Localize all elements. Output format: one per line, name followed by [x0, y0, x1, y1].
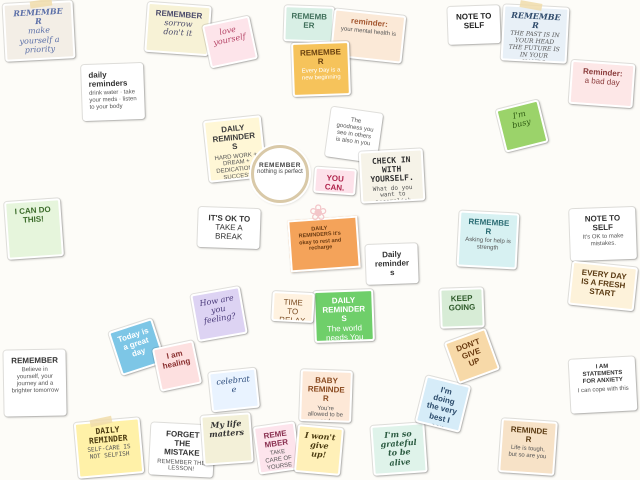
- sticker-title: CHECK IN WITH YOURSELF.: [370, 155, 415, 185]
- sticker-title: YOU CAN.: [324, 173, 345, 193]
- sticker-every-day-fresh: EVERY DAY IS A FRESH START: [567, 260, 639, 312]
- sticker-you-can: YOU CAN.: [313, 166, 357, 196]
- sticker-body: I'm busy: [511, 108, 532, 131]
- sticker-body: The goodness you see in others is also i…: [335, 117, 374, 147]
- sticker-daily-reminders-list: daily reminders drink water · take your …: [81, 62, 145, 122]
- sticker-title: daily reminders: [88, 70, 128, 90]
- sticker-i-am-healing: I am healing: [151, 340, 203, 392]
- sticker-remember-sorry: REMEMBER sorrow don't it: [144, 1, 212, 57]
- sticker-i-can-do-this: I CAN DO THIS!: [4, 198, 64, 260]
- sticker-daily-reminders-green: DAILY REMINDERS The world needs You: [313, 288, 375, 344]
- sticker-i-am-grateful: I'm so grateful to be alive: [370, 422, 428, 476]
- sticker-title: FORGET THE MISTAKE: [163, 429, 200, 459]
- sticker-body: You're allowed to be sad: [307, 405, 344, 423]
- sticker-title: DAILY REMINDERS: [212, 122, 256, 152]
- sticker-body: REMEMBER THE LESSON!: [157, 458, 206, 474]
- sticker-title: NOTE TO SELF: [455, 11, 492, 31]
- sticker-body: sorrow don't it: [163, 18, 193, 39]
- sticker-body: I can cope with this: [577, 385, 629, 394]
- sticker-i-wont-give-up: I won't give up!: [293, 424, 345, 476]
- sticker-body: make yourself a priority: [19, 25, 60, 55]
- sticker-title: EVERY DAY IS A FRESH START: [580, 267, 628, 299]
- sticker-body: celebrate: [215, 374, 251, 395]
- sticker-reminder-bottom-right: REMINDER Life is tough, but so are you: [498, 418, 558, 476]
- bow-icon: ❀: [309, 200, 328, 225]
- sticker-title: I AM STATEMENTS FOR ANXIETY: [582, 363, 623, 385]
- sticker-title: My life matters: [208, 417, 245, 440]
- sticker-title: Daily reminders: [374, 249, 410, 278]
- sticker-daily-reminder-selfcare: DAILY REMINDER SELF-CARE IS NOT SELFISH: [73, 417, 145, 479]
- sticker-love-yourself: love yourself: [201, 15, 259, 69]
- sticker-body: It's OK to make mistakes.: [582, 233, 624, 248]
- sticker-dont-give-up: DON'T GIVE UP: [443, 327, 501, 385]
- sticker-body: a bad day: [584, 75, 620, 88]
- sticker-remember-right: REMEMBER Asking for help is strength: [456, 210, 520, 270]
- sticker-daily-reminders-mid: Daily reminders: [365, 243, 419, 285]
- sticker-title: NOTE TO SELF: [584, 213, 621, 233]
- sticker-body: TAKE CARE OF YOURSELF FIRST: [265, 449, 294, 475]
- sticker-body: Every Day is a new beginning: [301, 67, 341, 82]
- sticker-body: TAKE A BREAK: [214, 222, 243, 242]
- sticker-body: What do you want to accomplish today?: [372, 183, 413, 204]
- sticker-title: REMEMBER: [11, 355, 59, 366]
- sticker-body: DON'T GIVE UP: [454, 336, 482, 369]
- sticker-title: I CAN DO THIS!: [14, 204, 51, 225]
- sticker-title: REMEMBER: [510, 9, 561, 31]
- sticker-check-in: CHECK IN WITH YOURSELF. What do you want…: [358, 148, 426, 204]
- sticker-body: drink water · take your meds · listen to…: [88, 89, 137, 111]
- sticker-title: REMINDER: [510, 424, 548, 445]
- sticker-title: REMEMBER: [299, 47, 342, 67]
- gift-box-sticker: ❀ DAILY REMINDERS it's okay to rest and …: [281, 196, 363, 273]
- sticker-celebrate: celebrate: [208, 367, 260, 413]
- sticker-body: How are you feeling?: [198, 293, 237, 327]
- sticker-body: TIME TO RELAX: [278, 297, 306, 324]
- sticker-title: I won't give up!: [304, 429, 336, 460]
- sticker-body: Today is a great day: [116, 325, 150, 360]
- remember-center-badge: REMEMBER nothing is perfect: [251, 145, 309, 203]
- sticker-body: KEEP GOING: [448, 293, 476, 313]
- sticker-reminder-past: REMEMBER THE PAST IS IN YOUR HEAD THE FU…: [500, 4, 570, 64]
- sticker-title: DAILY REMINDERS: [322, 295, 366, 324]
- gift-box-label: DAILY REMINDERS it's okay to rest and re…: [298, 225, 342, 252]
- sticker-body: love yourself: [212, 24, 247, 48]
- sticker-title: REMEMBER: [263, 428, 289, 450]
- sticker-baby-reminder: BABY REMINDER You're allowed to be sad: [299, 369, 353, 423]
- sticker-title: REMEMBER: [291, 11, 328, 31]
- sticker-body: The world needs You: [325, 322, 364, 343]
- sticker-time-to-relax: TIME TO RELAX: [271, 290, 315, 324]
- sticker-body: SELF-CARE IS NOT SELFISH: [87, 443, 131, 461]
- center-badge-body: nothing is perfect: [257, 169, 303, 175]
- sticker-how-are-you: How are you feeling?: [190, 286, 248, 342]
- center-badge-title: REMEMBER: [259, 162, 301, 169]
- sticker-note-to-self-right: NOTE TO SELF It's OK to make mistakes.: [569, 206, 637, 262]
- sticker-body: Life is tough, but so are you: [508, 445, 547, 461]
- sticker-body: THE PAST IS IN YOUR HEAD THE FUTURE IS I…: [508, 30, 560, 64]
- sticker-remember-yourself-priority: REMEMBER make yourself a priority: [2, 0, 76, 62]
- sticker-title: I'm so grateful to be alive: [380, 428, 417, 468]
- sticker-note-to-self: NOTE TO SELF: [447, 5, 501, 45]
- sticker-remember-bottom-left: REMEMBER Believe in yourself, your journ…: [3, 349, 67, 417]
- sticker-title: I am healing: [161, 348, 192, 372]
- sticker-remember-every-day: REMEMBER Every Day is a new beginning: [291, 41, 351, 97]
- sticker-title: REMEMBER: [468, 216, 510, 237]
- sticker-im-busy: I'm busy: [495, 99, 549, 153]
- sticker-body: Believe in yourself, your journey and a …: [11, 366, 59, 395]
- sticker-body: Asking for help is strength: [464, 237, 511, 252]
- sticker-title: REMEMBER: [13, 5, 63, 27]
- sticker-title: BABY REMINDER: [307, 375, 345, 404]
- sticker-i-can-cope: I AM STATEMENTS FOR ANXIETY I can cope w…: [568, 356, 638, 414]
- sticker-title: I'm doing the very best I can: [425, 385, 458, 433]
- sticker-keep-going: KEEP GOING: [439, 287, 485, 329]
- sticker-reminder-bad-day: Reminder: a bad day: [568, 59, 636, 109]
- sticker-remember-mint: REMEMBER: [283, 5, 335, 43]
- sticker-its-ok: IT'S OK TO TAKE A BREAK: [197, 206, 261, 250]
- sticker-my-life-matters: My life matters: [200, 412, 254, 466]
